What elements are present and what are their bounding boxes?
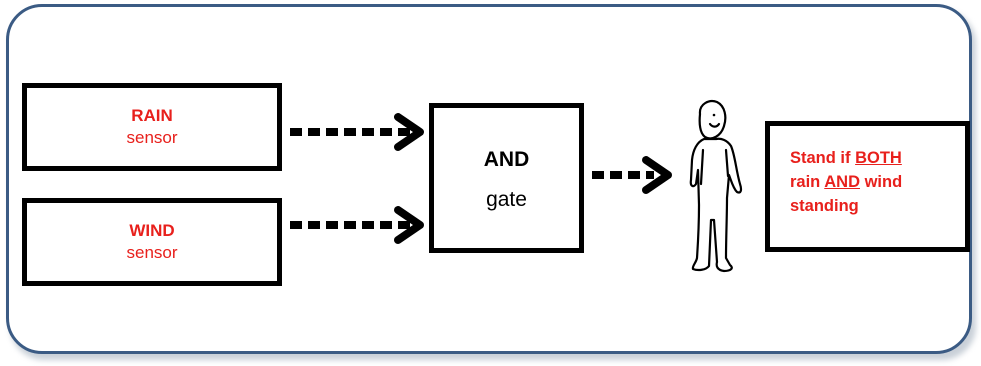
rain-sensor-name: RAIN: [131, 106, 173, 125]
output-emph-and: AND: [824, 173, 860, 191]
person-figure-icon: [689, 100, 743, 273]
wind-sensor-name: WIND: [129, 221, 175, 240]
gate-to-person-arrow: [592, 156, 672, 194]
output-line-3: standing: [790, 197, 859, 215]
wind-to-gate-arrow: [290, 206, 424, 244]
output-line-1: Stand if BOTH: [790, 146, 902, 170]
gate-type: gate: [486, 188, 527, 211]
output-line-1-prefix: Stand if: [790, 149, 856, 167]
output-line-2-suffix: wind: [859, 173, 903, 191]
output-rule-box: Stand if BOTH rain AND wind standing: [765, 121, 970, 252]
output-line-2-prefix: rain: [790, 173, 825, 191]
output-emph-both: BOTH: [855, 149, 902, 167]
and-gate-box: AND gate: [429, 103, 584, 253]
wind-sensor-box: WIND sensor: [22, 198, 282, 286]
gate-name: AND: [483, 148, 530, 171]
rain-sensor-box: RAIN sensor: [22, 83, 282, 171]
output-line-2: rain AND wind: [790, 170, 902, 194]
wind-sensor-type: sensor: [126, 243, 178, 262]
rain-to-gate-arrow: [290, 113, 424, 151]
rain-sensor-type: sensor: [126, 128, 178, 147]
